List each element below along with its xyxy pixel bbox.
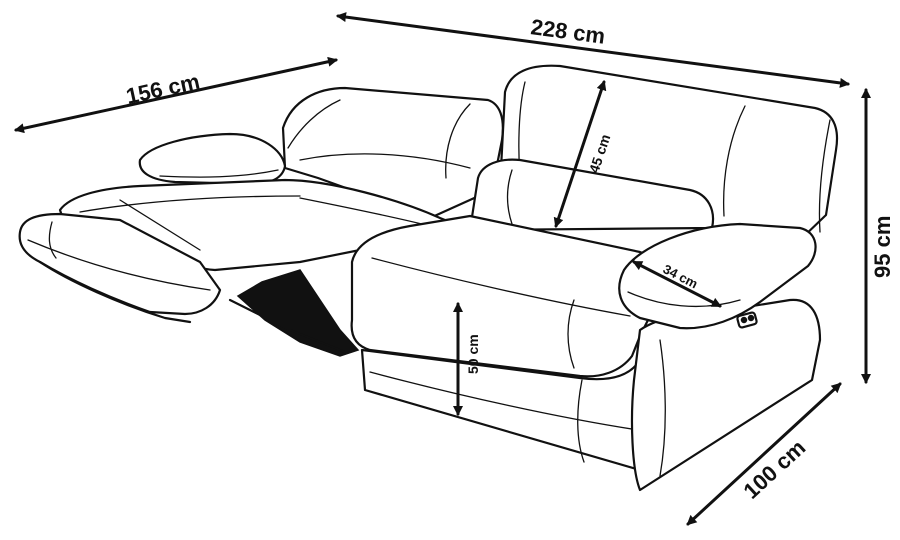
right-seat-cushion bbox=[350, 214, 667, 378]
width-arrow bbox=[336, 12, 850, 88]
left-armrest bbox=[138, 132, 287, 186]
sofa-illustration bbox=[18, 64, 839, 492]
depth-arrow bbox=[686, 382, 842, 526]
reclined-depth-label: 156 cm bbox=[124, 69, 202, 109]
control-dot-icon bbox=[747, 314, 755, 322]
seat-height-label: 50 cm bbox=[465, 334, 481, 374]
dimension-lines bbox=[14, 12, 871, 526]
height-label: 95 cm bbox=[870, 216, 895, 278]
armrest-width-arrow bbox=[632, 260, 722, 308]
recliner-mechanism bbox=[236, 269, 360, 357]
control-dot-icon bbox=[740, 316, 748, 324]
back-height-arrow bbox=[553, 80, 607, 228]
reclined-depth-arrow bbox=[14, 56, 338, 134]
